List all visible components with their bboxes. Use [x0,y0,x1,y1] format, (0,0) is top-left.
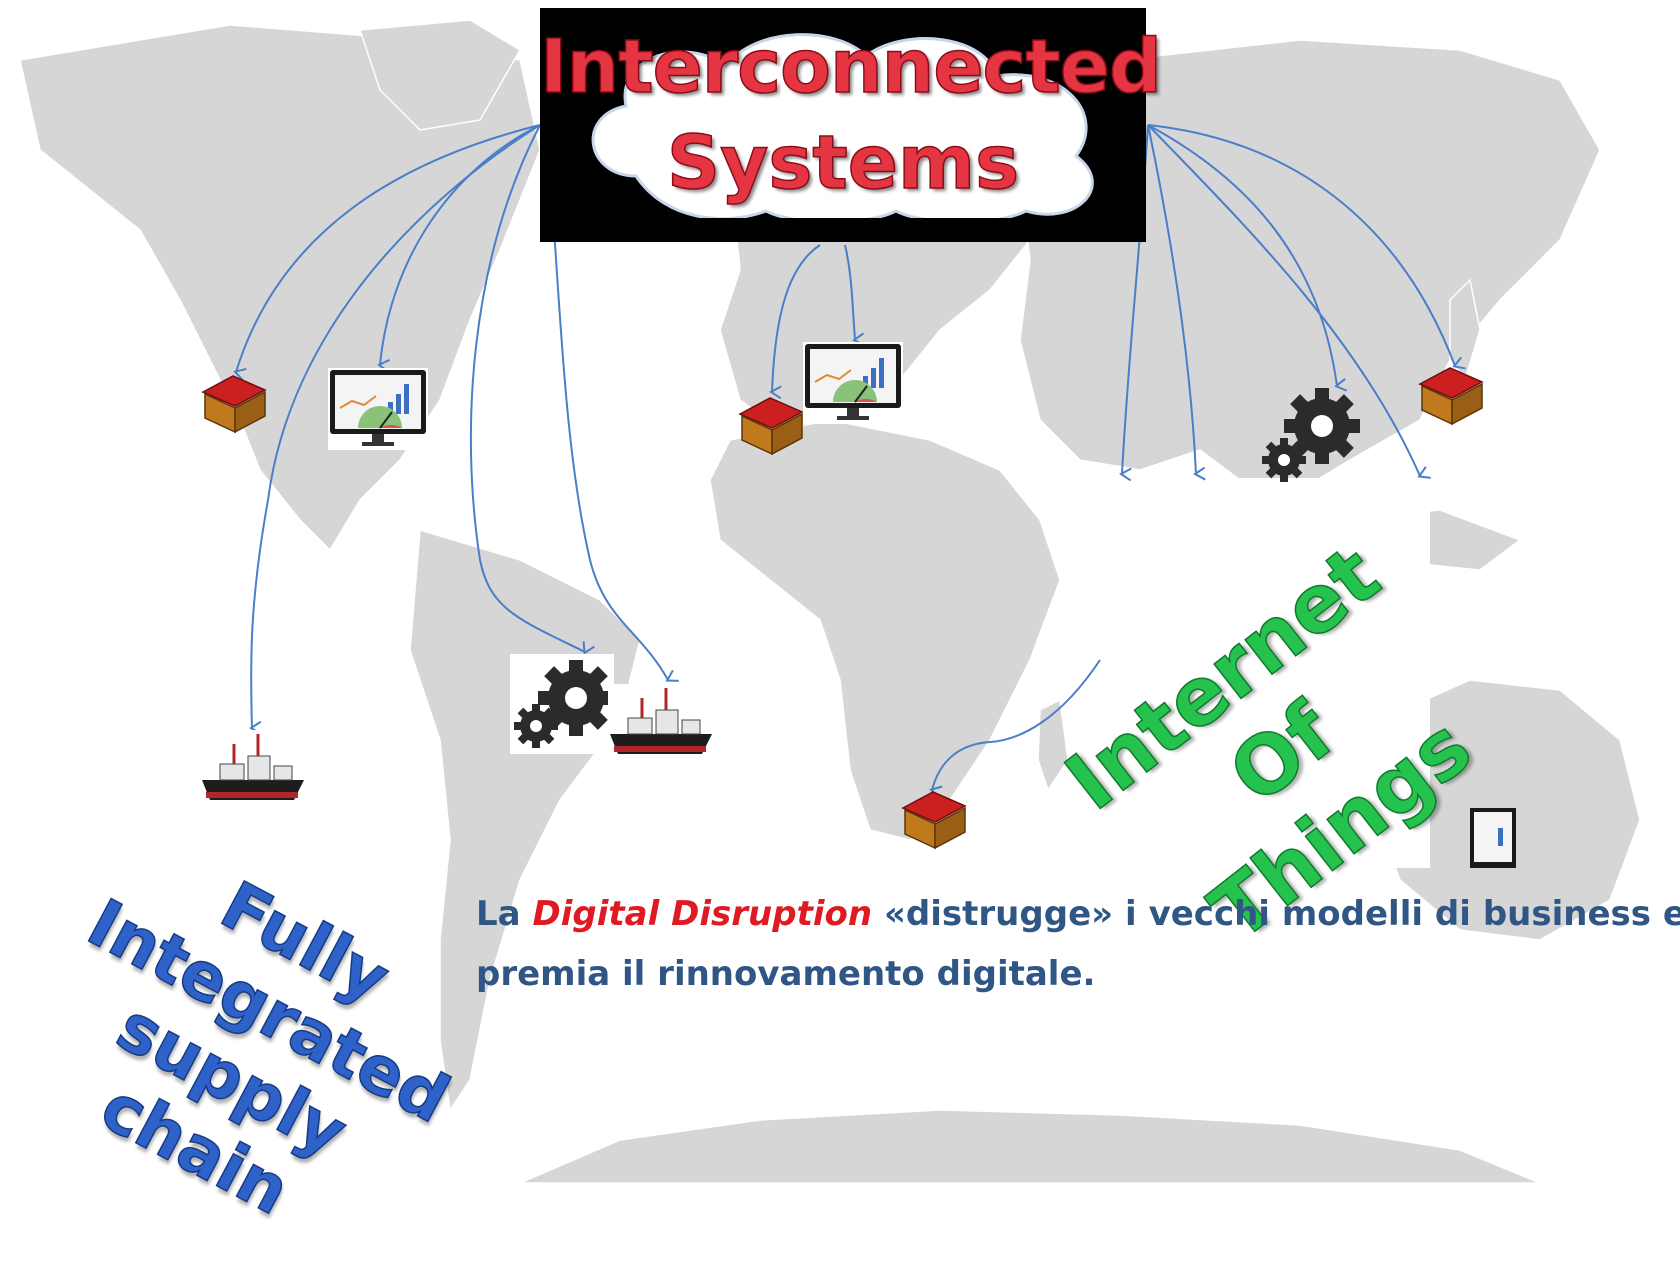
caption-highlight-digital: Digital [532,894,660,934]
caption-word: vecchi [1148,894,1270,934]
caption-word: business [1482,894,1652,934]
japan-shape [1449,278,1481,382]
title-box: Interconnected Systems [539,8,1163,242]
caption-line-1: La Digital Disruption «distrugge» i vecc… [476,884,1680,944]
caption-word: di [1434,894,1471,934]
title-line-1: Interconnected [539,24,1162,110]
world-map-background [19,19,1641,1184]
warehouse-icon-eu [738,397,804,456]
caption-line-2: premia il rinnovamento digitale. [476,954,1096,994]
dashboard-monitor-icon-partial [1470,808,1516,868]
caption-word: i [1125,894,1137,934]
iot-panel [1090,478,1430,868]
dashboard-monitor-icon-na [328,368,428,450]
diagram-stage: Interconnected Systems Internet Of Thing… [19,8,1680,1231]
arrow-to-gears-asia [1147,124,1348,392]
cargo-ship-icon-pacific [200,730,308,808]
asia-shape [999,39,1601,491]
arrow-to-warehouse-africa [929,659,1101,799]
caption-highlight-disruption: Disruption [671,894,873,934]
caption: La Digital Disruption «distrugge» i vecc… [476,884,1680,1004]
gears-icon-asia [1262,388,1360,482]
warehouse-icon-na [201,375,267,434]
arrow-to-gears-sa [469,124,595,655]
arrow-to-warehouse-japan [1147,124,1466,370]
cargo-ship-icon-atlantic [608,684,716,762]
arrow-to-iot-3 [1147,124,1431,479]
cloud-shape [591,33,1094,218]
gears-icon-sa [510,654,614,754]
caption-word: e [1662,894,1680,934]
arrow-to-warehouse-eu [769,244,821,400]
antarctica-shape [519,1109,1541,1184]
caption-word: «distrugge» [883,894,1114,934]
arrow-to-iot-2 [1147,124,1206,481]
arrow-to-monitor-na [377,124,541,373]
madagascar-shape [1037,698,1069,792]
arrow-to-monitor-eu [844,244,865,347]
title-line-2: Systems [666,120,1020,206]
africa-shape [709,419,1061,841]
caption-word: La [476,894,521,934]
arrow-to-warehouse-na [233,124,541,382]
dashboard-monitor-icon-eu [803,342,903,424]
warehouse-icon-africa [901,791,967,850]
caption-word: modelli [1281,894,1424,934]
greenland-shape [358,19,522,131]
arrow-to-ship-pacific [249,124,541,735]
warehouse-icon-japan [1418,367,1484,426]
